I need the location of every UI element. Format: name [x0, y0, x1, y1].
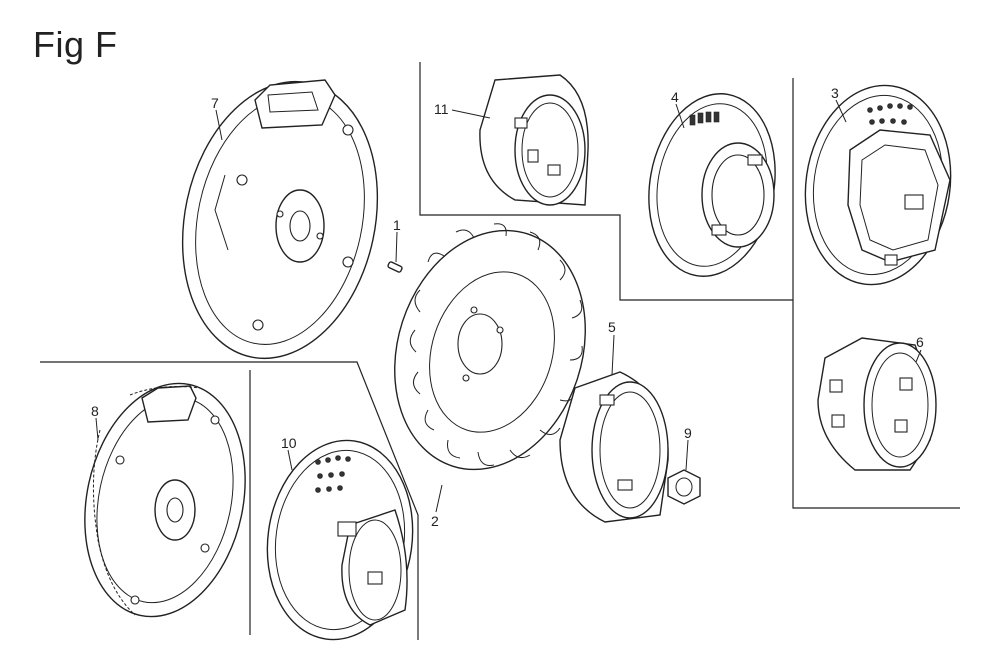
part-5-sleeve: [559, 371, 669, 523]
part-11-sleeve: [479, 74, 589, 206]
part-6-sleeve: [817, 337, 937, 471]
part-10-rotor: [266, 439, 414, 641]
callout-7: 7: [211, 95, 219, 111]
callout-11: 11: [434, 101, 449, 117]
part-3-rotor: [804, 84, 952, 286]
callout-6: 6: [916, 334, 924, 350]
leader-lines: [95, 99, 922, 513]
part-7-cover: [181, 79, 379, 360]
callout-1: 1: [393, 217, 401, 233]
callout-labels: 7 1 2 3 4 5 6 8 9 10 11: [91, 85, 924, 529]
callout-9: 9: [684, 425, 692, 441]
callout-5: 5: [608, 319, 616, 335]
callout-8: 8: [91, 403, 99, 419]
part-2-fan: [394, 223, 586, 471]
part-8-cover: [84, 382, 246, 618]
callout-10: 10: [281, 435, 297, 451]
section-dividers: [40, 62, 960, 640]
part-1-key: [387, 261, 403, 273]
callout-2: 2: [431, 513, 439, 529]
part-4-rotor: [648, 93, 776, 277]
figure-title: Fig F: [33, 24, 118, 65]
part-9-nut: [667, 469, 701, 505]
callout-4: 4: [671, 89, 679, 105]
callout-3: 3: [831, 85, 839, 101]
